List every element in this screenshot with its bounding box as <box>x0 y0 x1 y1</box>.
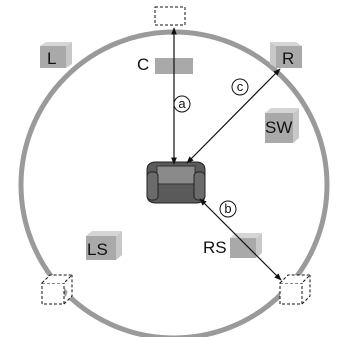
speaker-surround-right: RS <box>203 233 262 258</box>
label-surround-right: RS <box>203 238 227 257</box>
distance-label-b-text: b <box>224 201 231 216</box>
distance-label-c-text: c <box>237 79 244 94</box>
label-subwoofer: SW <box>265 118 292 137</box>
distance-line-b <box>199 198 282 281</box>
label-surround-left: LS <box>87 240 108 259</box>
distance-label-a: a <box>173 95 191 113</box>
speaker-center: C <box>137 55 193 74</box>
label-center: C <box>137 55 149 74</box>
speaker-front-right: R <box>270 42 302 68</box>
label-front-right: R <box>282 49 294 68</box>
distance-line-c <box>186 68 281 164</box>
speaker-subwoofer: SW <box>265 108 299 143</box>
distance-label-a-text: a <box>178 96 186 111</box>
ideal-surround-right-position <box>279 274 312 305</box>
distance-label-b: b <box>219 200 237 218</box>
speaker-surround-left: LS <box>86 231 122 260</box>
ideal-surround-left-position <box>41 274 74 305</box>
speaker-front-left: L <box>40 42 72 68</box>
listener-chair <box>146 161 206 204</box>
distance-label-c: c <box>231 78 249 96</box>
label-front-left: L <box>47 49 56 68</box>
ideal-center-position <box>154 6 186 26</box>
